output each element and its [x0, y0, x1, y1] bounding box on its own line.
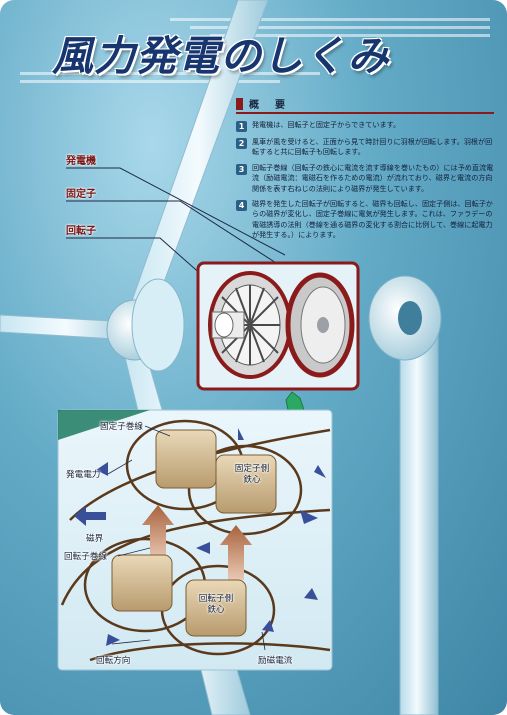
overview-marker	[236, 97, 243, 110]
panel-corner	[58, 410, 150, 440]
overview-title: 概 要	[249, 100, 288, 111]
panel-leaders	[107, 425, 266, 651]
overview-item: 2 風車が風を受けると、正面から見て時計回りに羽根が回転します。羽根が回転すると…	[236, 137, 494, 158]
rotor-label: 回転子	[66, 226, 96, 237]
overview-item: 4 磁界を発生した回転子が回転すると、磁界も回転し、固定子側は、回転子からの磁界…	[236, 199, 494, 241]
rotor-cores	[111, 554, 247, 637]
rotor-winding-label: 回転子巻線	[64, 552, 107, 562]
overview-item-number: 3	[236, 163, 247, 175]
overview-item-text: 発電機は、回転子と固定子からできています。	[252, 120, 401, 129]
nacelle-front	[131, 278, 185, 372]
stator-label: 固定子	[66, 189, 96, 200]
stator-cores	[155, 429, 277, 514]
overview-header: 概 要	[236, 96, 494, 114]
overview-item: 1 発電機は、回転子と固定子からできています。	[236, 120, 494, 132]
overview-item-text: 回転子巻線（回転子の鉄心に電流を流す導線を巻いたもの）には予め直流電流（励磁電流…	[252, 162, 494, 193]
page-title: 風力発電のしくみ	[52, 32, 390, 80]
title-stripes	[20, 18, 490, 83]
generator-label: 発電機	[66, 156, 96, 167]
rotor-core-label: 回転子側鉄心	[198, 594, 234, 615]
magnetic-field-label: 磁界	[86, 534, 104, 544]
tower	[368, 275, 442, 715]
overview-item: 3 回転子巻線（回転子の鉄心に電流を流す導線を巻いたもの）には予め直流電流（励磁…	[236, 163, 494, 194]
field-arrows	[142, 505, 252, 580]
overview-item-number: 2	[236, 138, 247, 149]
rotor-drawing	[208, 271, 292, 379]
overview-item-text: 磁界を発生した回転子が回転すると、磁界も回転し、固定子側は、回転子からの磁界が変…	[252, 199, 493, 240]
stator-core-label: 固定子側鉄心	[234, 464, 270, 485]
generated-power-label: 発電電力	[66, 470, 101, 480]
rotation-direction-label: 回転方向	[96, 656, 131, 666]
overview-item-number: 1	[236, 121, 247, 132]
stator-drawing	[285, 272, 355, 378]
overview-item-number: 4	[236, 200, 247, 212]
current-arrows	[74, 428, 326, 646]
overview-box: 概 要 1 発電機は、回転子と固定子からできています。 2 風車が風を受けると、…	[236, 96, 494, 246]
overview-item-text: 風車が風を受けると、正面から見て時計回りに羽根が回転します。羽根が回転すると共に…	[252, 137, 493, 157]
excitation-current-label: 励磁電流	[258, 656, 293, 666]
stator-winding-label: 固定子巻線	[100, 422, 143, 432]
